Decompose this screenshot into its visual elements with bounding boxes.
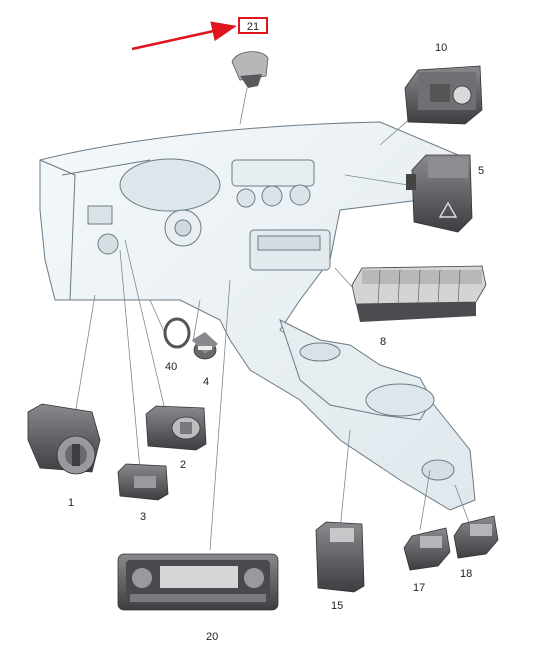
highlight-arrow: [131, 21, 237, 51]
part-1-light-switch: [27, 403, 101, 475]
dashboard-outline: [39, 121, 476, 511]
callout-3: 3: [140, 511, 147, 523]
part-8-switch-row: [351, 265, 487, 322]
callout-21: 21: [246, 21, 260, 33]
part-17-switch: [403, 527, 451, 571]
callout-15: 15: [331, 600, 344, 612]
part-4-ignition-lock: [192, 332, 218, 360]
callout-17: 17: [413, 582, 426, 594]
part-5-hazard-switch: [406, 154, 473, 233]
callout-4: 4: [203, 376, 210, 388]
part-10-switch: [404, 65, 483, 125]
part-21-sensor: [231, 51, 269, 88]
part-20-climate-panel: [117, 553, 279, 611]
part-2-rotary-switch: [145, 405, 207, 451]
callout-18: 18: [460, 568, 473, 580]
callout-21-highlight: 21: [238, 17, 268, 34]
part-3-switch: [117, 463, 169, 501]
callout-20: 20: [206, 631, 219, 643]
callout-10: 10: [435, 42, 448, 54]
part-18-switch: [453, 515, 499, 559]
callout-5: 5: [478, 165, 485, 177]
callout-40: 40: [165, 361, 178, 373]
part-15-console-switch: [315, 521, 365, 593]
callout-1: 1: [68, 497, 75, 509]
part-40-ring: [163, 317, 191, 349]
callout-2: 2: [180, 459, 187, 471]
callout-8: 8: [380, 336, 387, 348]
